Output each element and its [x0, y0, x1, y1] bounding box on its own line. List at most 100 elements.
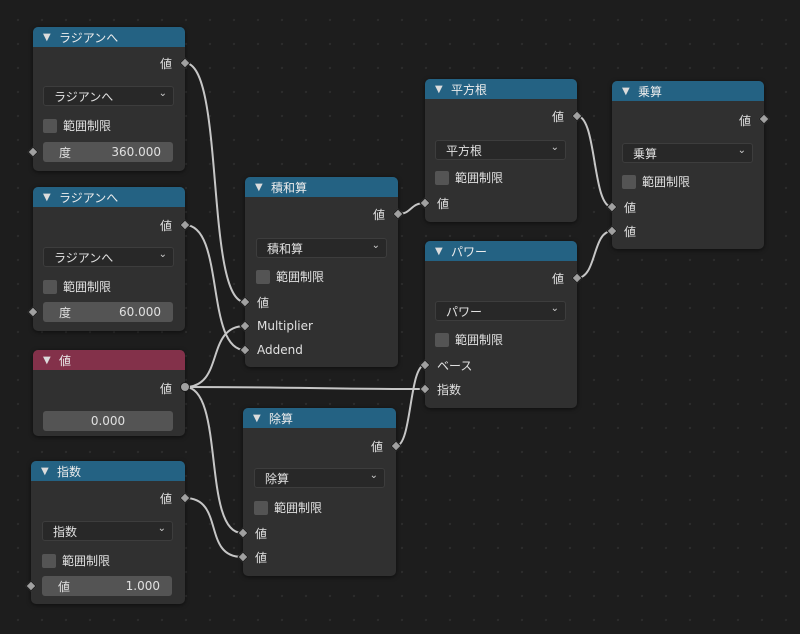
- input-label-value: 値: [437, 196, 450, 211]
- checkbox-label: 範囲制限: [62, 554, 111, 568]
- dropdown-value: ラジアンへ: [54, 250, 114, 265]
- chevron-down-icon[interactable]: ▼: [253, 412, 261, 424]
- value-field[interactable]: 0.000: [43, 411, 173, 431]
- link-radians2-to-multiply-add: [184, 224, 246, 351]
- node-header[interactable]: ▼ ラジアンへ: [33, 187, 185, 207]
- chevron-down-icon: ⌄: [737, 145, 746, 156]
- checkbox-box[interactable]: [43, 279, 57, 294]
- node-header[interactable]: ▼ 除算: [243, 408, 396, 428]
- operation-dropdown[interactable]: 積和算 ⌄: [256, 238, 387, 258]
- field-value: 60.000: [119, 305, 161, 319]
- operation-dropdown[interactable]: 平方根 ⌄: [435, 140, 566, 160]
- input-label-value-2: 値: [255, 550, 268, 565]
- node-title: 除算: [269, 411, 294, 426]
- chevron-down-icon[interactable]: ▼: [43, 354, 51, 366]
- checkbox-box[interactable]: [254, 500, 268, 515]
- divide-node[interactable]: ▼ 除算 値 除算 ⌄ 範囲制限 値 値: [243, 408, 396, 576]
- input-label-value-1: 値: [624, 200, 637, 215]
- clamp-checkbox[interactable]: 範囲制限: [43, 278, 111, 295]
- node-title: 値: [59, 353, 72, 368]
- output-label: 値: [159, 56, 172, 71]
- checkbox-box[interactable]: [256, 269, 270, 284]
- link-sqrt-to-multiply: [576, 115, 613, 208]
- checkbox-box[interactable]: [622, 174, 636, 189]
- socket-value-output[interactable]: [180, 382, 190, 392]
- output-label: 値: [551, 109, 564, 124]
- checkbox-label: 範囲制限: [455, 333, 504, 347]
- field-value: 1.000: [125, 579, 160, 593]
- checkbox-label: 範囲制限: [276, 270, 325, 284]
- degree-field[interactable]: 度 360.000: [43, 142, 173, 162]
- link-value-to-exponent-socket: [184, 386, 426, 390]
- exponent-node[interactable]: ▼ 指数 値 指数 ⌄ 範囲制限 値 1.000: [31, 461, 185, 604]
- operation-dropdown[interactable]: 指数 ⌄: [42, 521, 173, 541]
- square-root-node[interactable]: ▼ 平方根 値 平方根 ⌄ 範囲制限 値: [425, 79, 577, 222]
- node-title: 乗算: [638, 84, 663, 99]
- radians-node-1[interactable]: ▼ ラジアンへ 値 ラジアンへ ⌄ 範囲制限 度 360.000: [33, 27, 185, 171]
- clamp-checkbox[interactable]: 範囲制限: [435, 169, 503, 186]
- chevron-down-icon[interactable]: ▼: [435, 245, 443, 257]
- input-label-addend: Addend: [257, 343, 303, 357]
- checkbox-label: 範囲制限: [455, 171, 504, 185]
- chevron-down-icon[interactable]: ▼: [255, 181, 263, 193]
- clamp-checkbox[interactable]: 範囲制限: [256, 268, 324, 285]
- dropdown-value: 除算: [265, 471, 290, 486]
- checkbox-box[interactable]: [42, 553, 56, 568]
- operation-dropdown[interactable]: 除算 ⌄: [254, 468, 385, 488]
- chevron-down-icon[interactable]: ▼: [41, 465, 49, 477]
- clamp-checkbox[interactable]: 範囲制限: [622, 173, 690, 190]
- input-label-value-1: 値: [255, 526, 268, 541]
- chevron-down-icon[interactable]: ▼: [43, 31, 51, 43]
- operation-dropdown[interactable]: ラジアンへ ⌄: [43, 247, 174, 267]
- clamp-checkbox[interactable]: 範囲制限: [42, 552, 110, 569]
- link-value-to-multiplier: [184, 325, 246, 388]
- node-header[interactable]: ▼ 積和算: [245, 177, 398, 197]
- clamp-checkbox[interactable]: 範囲制限: [435, 331, 503, 348]
- node-header[interactable]: ▼ 平方根: [425, 79, 577, 99]
- degree-field[interactable]: 度 60.000: [43, 302, 173, 322]
- link-exponent-to-divide: [184, 497, 243, 558]
- link-power-to-multiply: [576, 230, 613, 279]
- operation-dropdown[interactable]: 乗算 ⌄: [622, 143, 753, 163]
- checkbox-box[interactable]: [435, 170, 449, 185]
- node-header[interactable]: ▼ 指数: [31, 461, 185, 481]
- chevron-down-icon[interactable]: ▼: [622, 85, 630, 97]
- checkbox-label: 範囲制限: [63, 280, 112, 294]
- power-node[interactable]: ▼ パワー 値 パワー ⌄ 範囲制限 ベース 指数: [425, 241, 577, 408]
- chevron-down-icon: ⌄: [550, 142, 559, 153]
- output-label: 値: [159, 381, 172, 396]
- value-input-field[interactable]: 値 1.000: [42, 576, 172, 596]
- checkbox-box[interactable]: [435, 332, 449, 347]
- clamp-checkbox[interactable]: 範囲制限: [43, 117, 111, 134]
- node-header[interactable]: ▼ 値: [33, 350, 185, 370]
- node-title: 平方根: [451, 82, 488, 97]
- node-title: ラジアンへ: [59, 30, 119, 45]
- input-label-value-2: 値: [624, 224, 637, 239]
- chevron-down-icon: ⌄: [371, 240, 380, 251]
- chevron-down-icon[interactable]: ▼: [435, 83, 443, 95]
- dropdown-value: 積和算: [267, 241, 304, 256]
- node-title: 積和算: [271, 180, 308, 195]
- checkbox-label: 範囲制限: [274, 501, 323, 515]
- multiply-node[interactable]: ▼ 乗算 値 乗算 ⌄ 範囲制限 値 値: [612, 81, 764, 249]
- dropdown-value: 乗算: [633, 146, 658, 161]
- output-label: 値: [370, 439, 383, 454]
- output-label: 値: [551, 271, 564, 286]
- checkbox-box[interactable]: [43, 118, 57, 133]
- node-header[interactable]: ▼ ラジアンへ: [33, 27, 185, 47]
- node-header[interactable]: ▼ 乗算: [612, 81, 764, 101]
- value-node[interactable]: ▼ 値 値 0.000: [33, 350, 185, 436]
- chevron-down-icon: ⌄: [158, 88, 167, 99]
- clamp-checkbox[interactable]: 範囲制限: [254, 499, 322, 516]
- chevron-down-icon[interactable]: ▼: [43, 191, 51, 203]
- node-title: パワー: [451, 244, 488, 259]
- multiply-add-node[interactable]: ▼ 積和算 値 積和算 ⌄ 範囲制限 値 Multiplier Addend: [245, 177, 398, 367]
- node-header[interactable]: ▼ パワー: [425, 241, 577, 261]
- operation-dropdown[interactable]: パワー ⌄: [435, 301, 566, 321]
- radians-node-2[interactable]: ▼ ラジアンへ 値 ラジアンへ ⌄ 範囲制限 度 60.000: [33, 187, 185, 331]
- link-radians1-to-multiply-add: [184, 62, 246, 303]
- dropdown-value: 指数: [53, 524, 78, 539]
- link-divide-to-power-base: [395, 364, 426, 447]
- operation-dropdown[interactable]: ラジアンへ ⌄: [43, 86, 174, 106]
